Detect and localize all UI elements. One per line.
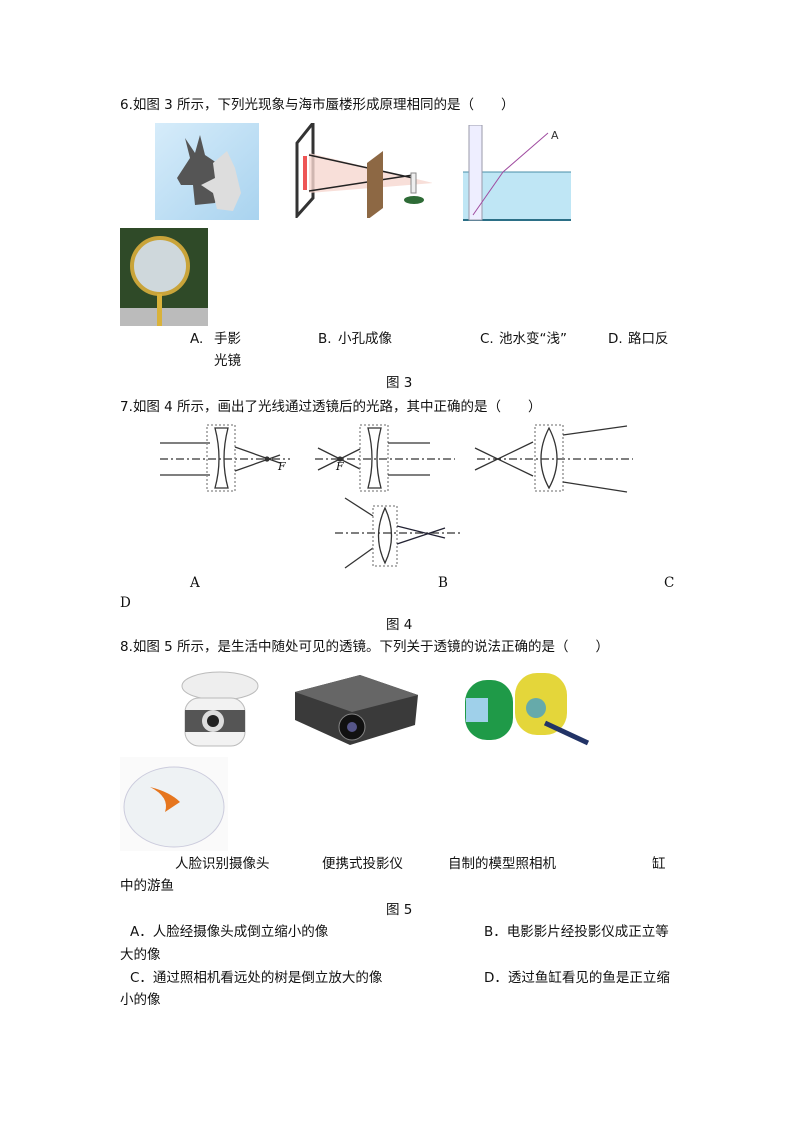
q6-option-a-letter: A. — [190, 331, 204, 347]
question-7: 7.如图 4 所示，画出了光线通过透镜后的光路，其中正确的是（ ） — [120, 399, 542, 415]
q6-option-b-letter: B. — [318, 331, 332, 347]
figure-5-caption: 图 5 — [386, 902, 413, 918]
q8-option-d: D．透过鱼缸看见的鱼是正立缩 — [484, 970, 670, 986]
q6-option-d: 路口反 — [628, 331, 669, 347]
face-camera-image — [175, 668, 259, 750]
caption-projector: 便携式投影仪 — [322, 856, 403, 872]
q6-option-d-wrap: 光镜 — [214, 353, 241, 369]
caption-fishbowl: 缸 — [652, 856, 666, 872]
q6-option-c-letter: C. — [480, 331, 494, 347]
hand-shadow-image — [155, 123, 259, 220]
q8-option-a: A．人脸经摄像头成倒立缩小的像 — [130, 924, 329, 940]
diagram-b — [315, 424, 455, 492]
projector-image — [290, 670, 420, 746]
svg-text:A: A — [551, 129, 559, 142]
q8-option-b: B．电影影片经投影仪成正立等 — [484, 924, 669, 940]
label-c: C — [664, 575, 675, 591]
figure-4-caption: 图 4 — [386, 617, 413, 633]
label-d: D — [120, 595, 131, 611]
question-8: 8.如图 5 所示，是生活中随处可见的透镜。下列关于透镜的说法正确的是（ ） — [120, 639, 610, 655]
q8-option-c: C．通过照相机看远处的树是倒立放大的像 — [130, 970, 383, 986]
pool-refraction-image: A — [463, 125, 571, 221]
caption-model-camera: 自制的模型照相机 — [448, 856, 556, 872]
diagram-d — [335, 497, 460, 569]
q6-option-c: 池水变“浅” — [499, 331, 567, 347]
pinhole-image — [295, 123, 432, 218]
focus-label-a: F — [278, 460, 286, 473]
q8-option-d-wrap: 小的像 — [120, 992, 161, 1008]
fishbowl-image — [120, 757, 228, 851]
q6-option-d-letter: D. — [608, 331, 623, 347]
label-b: B — [438, 575, 448, 591]
q6-option-b: 小孔成像 — [338, 331, 392, 347]
diagram-a — [160, 424, 290, 492]
figure-3-caption: 图 3 — [386, 375, 413, 391]
q6-option-a: 手影 — [214, 331, 241, 347]
question-6: 6.如图 3 所示，下列光现象与海市蜃楼形成原理相同的是（ ） — [120, 97, 515, 113]
lens-diagrams — [155, 418, 635, 573]
q8-option-b-wrap: 大的像 — [120, 947, 161, 963]
road-mirror-image — [120, 228, 208, 326]
caption-face-camera: 人脸识别摄像头 — [175, 856, 270, 872]
caption-fishbowl-wrap: 中的游鱼 — [120, 878, 174, 894]
label-a: A — [190, 575, 200, 591]
model-camera-image — [460, 668, 592, 748]
focus-label-b: F — [336, 460, 344, 473]
diagram-c — [474, 424, 633, 493]
